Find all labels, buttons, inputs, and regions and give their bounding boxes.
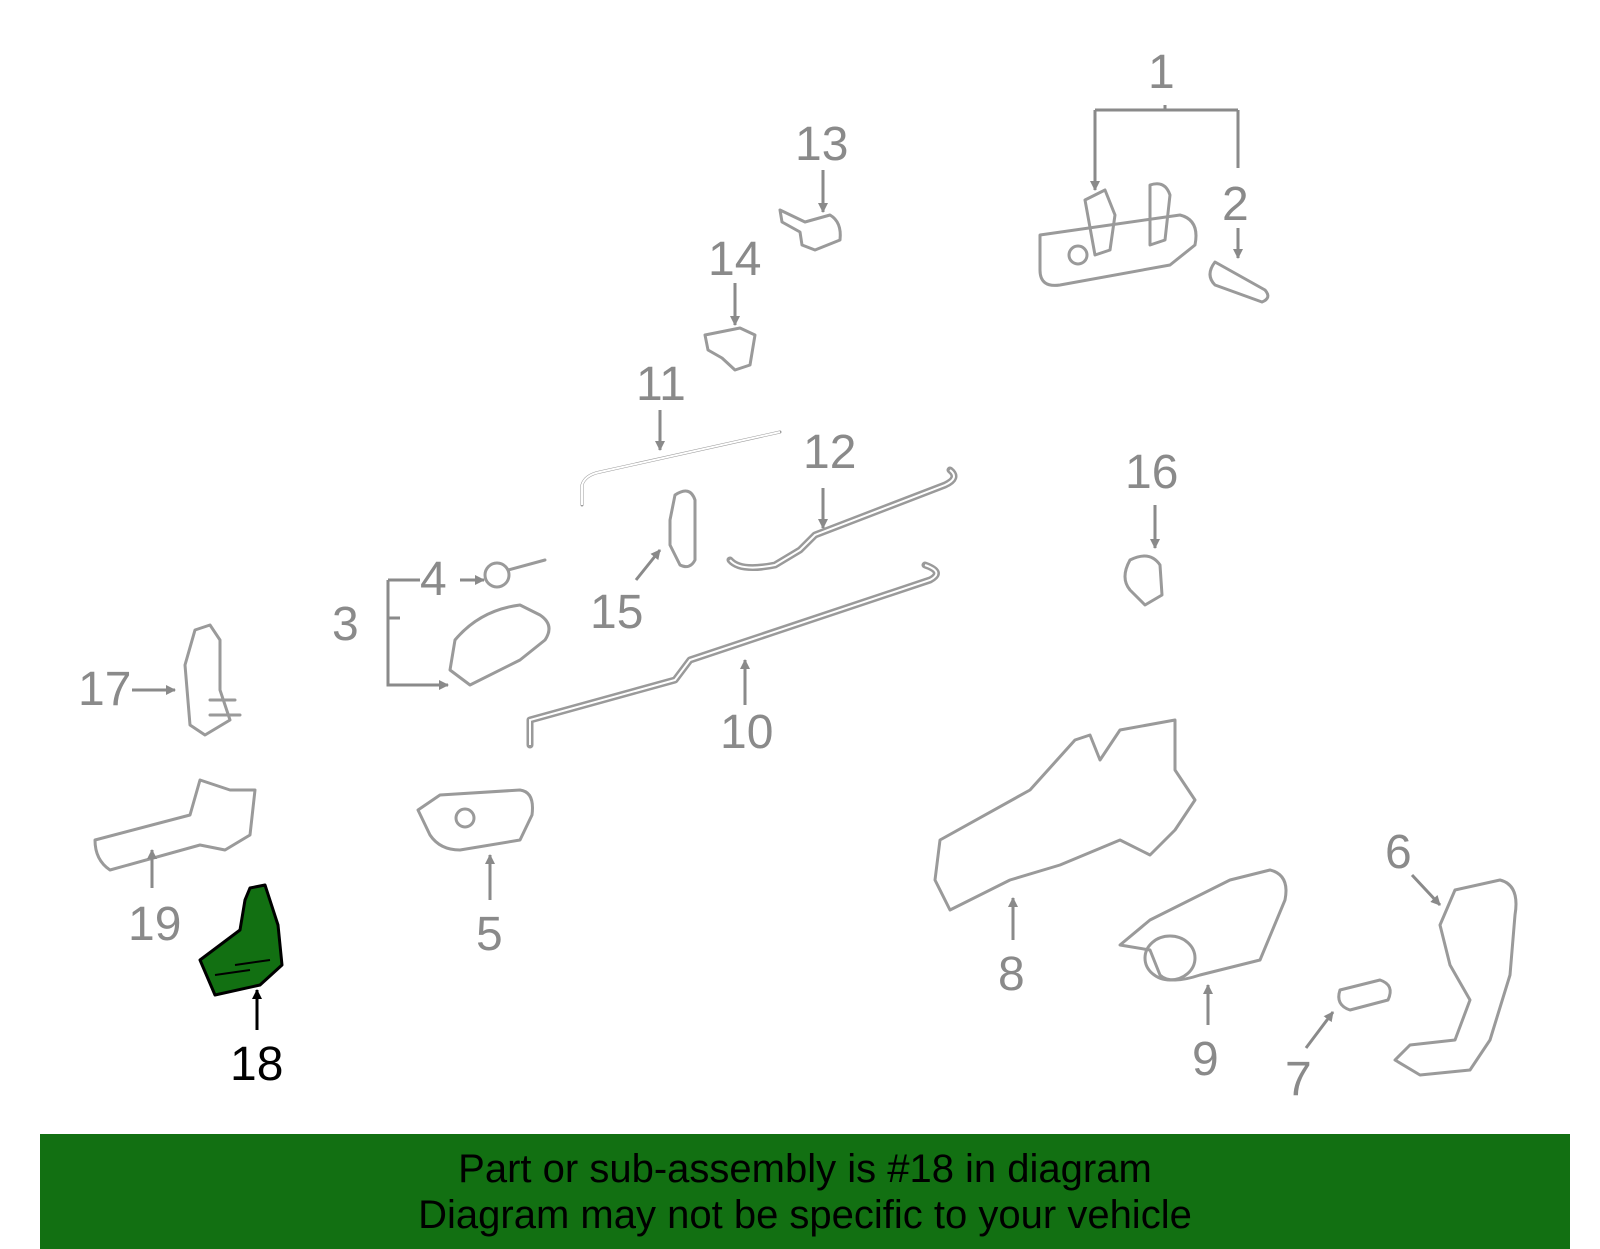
callout-17: 17 [78, 663, 131, 716]
callout-10: 10 [720, 706, 773, 759]
callout-14: 14 [708, 233, 761, 286]
part-12-rod[interactable] [726, 466, 958, 572]
part-18-hinge-highlighted[interactable] [198, 883, 284, 997]
leader-lines [132, 105, 1442, 1049]
banner-line-2: Diagram may not be specific to your vehi… [418, 1192, 1192, 1237]
part-19-door-check[interactable] [93, 778, 257, 872]
callout-16: 16 [1125, 446, 1178, 499]
part-10-rod[interactable] [526, 561, 940, 749]
callout-18: 18 [230, 1038, 283, 1091]
part-11-rod[interactable] [580, 430, 782, 507]
callout-13: 13 [795, 118, 848, 171]
callout-7: 7 [1285, 1053, 1312, 1106]
part-9-actuator[interactable] [1118, 868, 1288, 982]
part-8-frame[interactable] [933, 718, 1197, 912]
callout-5: 5 [476, 908, 503, 961]
part-1-outside-handle[interactable] [1038, 182, 1198, 287]
part-7-cover[interactable] [1337, 978, 1392, 1012]
part-3-inside-handle[interactable] [448, 603, 551, 687]
part-17-hinge[interactable] [183, 623, 242, 737]
part-4-clip[interactable] [483, 558, 547, 589]
info-banner: Part or sub-assembly is #18 in diagram D… [40, 1134, 1570, 1249]
callout-11: 11 [636, 358, 686, 411]
callout-6: 6 [1385, 826, 1412, 879]
callout-9: 9 [1192, 1033, 1219, 1086]
callouts: 1 2 3 4 5 6 7 8 9 10 11 12 13 14 15 16 1… [78, 46, 1412, 1106]
part-5-bezel[interactable] [416, 788, 534, 852]
part-15-clip[interactable] [668, 489, 697, 569]
part-13-bracket[interactable] [778, 208, 842, 252]
part-2-handle-pad[interactable] [1208, 260, 1270, 304]
callout-19: 19 [128, 898, 181, 951]
callout-2: 2 [1222, 178, 1249, 231]
callout-12: 12 [803, 426, 856, 479]
part-16-bumper[interactable] [1123, 554, 1164, 607]
part-6-latch[interactable] [1393, 878, 1518, 1077]
callout-4: 4 [420, 553, 447, 606]
callout-8: 8 [998, 948, 1025, 1001]
callout-1: 1 [1148, 46, 1175, 99]
callout-3: 3 [332, 598, 359, 651]
part-14-clip[interactable] [703, 326, 757, 372]
callout-15: 15 [590, 586, 643, 639]
banner-line-1: Part or sub-assembly is #18 in diagram [458, 1146, 1152, 1191]
